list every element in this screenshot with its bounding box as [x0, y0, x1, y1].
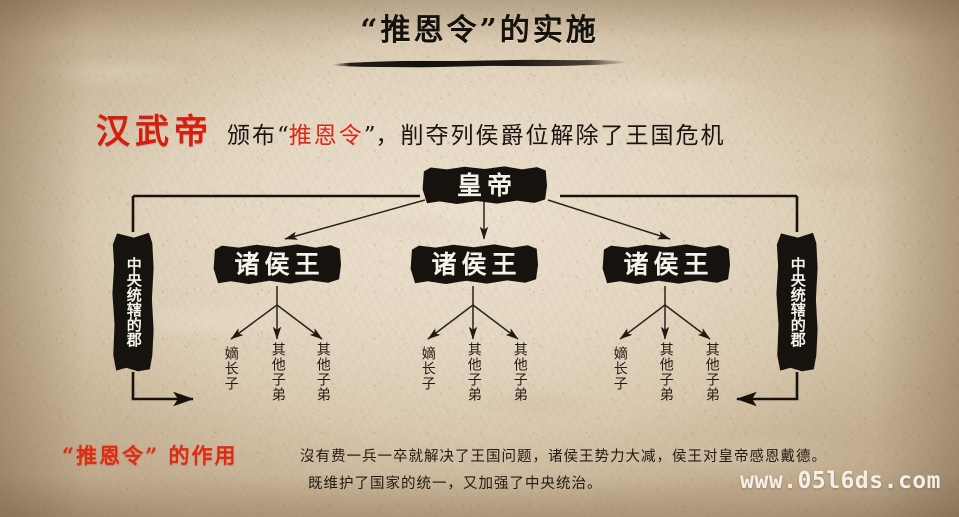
central-commandery-left-label: 中央统辖的郡	[124, 257, 143, 347]
slide-title-block: “推恩令”的实施	[0, 14, 959, 47]
subtitle-quote-open: “	[277, 123, 289, 149]
site-watermark: www.05l6ds.com	[740, 468, 941, 494]
effect-body-line-2: 既维护了国家的统一，又加强了中央统治。	[308, 475, 603, 492]
heir-label-other-2a: 其他子弟	[465, 342, 482, 402]
vassal-king-box-2[interactable]: 诸侯王	[410, 244, 538, 284]
central-commandery-box-right[interactable]: 中央统辖的郡	[776, 232, 818, 372]
emperor-box[interactable]: 皇帝	[422, 166, 547, 204]
heir-label-other-1b: 其他子弟	[314, 342, 331, 402]
subtitle-verb: 颁布	[227, 123, 277, 149]
subtitle-emperor-name: 汉武帝	[96, 112, 213, 152]
subtitle-tail-text: ，削夺列侯爵位解除了王国危机	[375, 123, 726, 149]
heir-label-other-2b: 其他子弟	[511, 342, 528, 402]
effect-body-line-1: 沒有费一兵一卒就解决了王国问题，诸侯王势力大减，侯王对皇帝感恩戴德。	[300, 449, 827, 465]
vassal-king-box-1-label: 诸侯王	[234, 249, 325, 279]
page-title: “推恩令”的实施	[360, 13, 599, 48]
heir-label-eldest-1: 嫡长子	[222, 346, 239, 391]
subtitle-decree-name: 推恩令	[288, 123, 364, 149]
subtitle-quote-close: ”	[363, 123, 376, 149]
heir-label-eldest-3: 嫡长子	[611, 346, 628, 391]
heir-label-other-1a: 其他子弟	[269, 342, 286, 402]
central-commandery-box-left[interactable]: 中央统辖的郡	[112, 232, 154, 372]
heir-label-other-3b: 其他子弟	[703, 342, 720, 402]
effect-body-text: 沒有费一兵一卒就解决了王国问题，诸侯王势力大减，侯王对皇帝感恩戴德。 既维护了国…	[300, 444, 940, 498]
vassal-king-box-3[interactable]: 诸侯王	[602, 244, 730, 284]
subtitle-sentence: 汉武帝 颁布 “ 推恩令 ” ，削夺列侯爵位解除了王国危机	[96, 104, 726, 153]
heir-label-other-3a: 其他子弟	[657, 342, 674, 402]
central-commandery-right-label: 中央统辖的郡	[788, 257, 807, 347]
vassal-king-box-1[interactable]: 诸侯王	[213, 244, 341, 284]
vassal-king-box-3-label: 诸侯王	[623, 249, 714, 279]
effect-heading: “推恩令” 的作用	[62, 443, 238, 468]
emperor-box-label: 皇帝	[456, 170, 517, 200]
heir-label-eldest-2: 嫡长子	[419, 346, 436, 391]
vassal-king-box-2-label: 诸侯王	[431, 249, 522, 279]
